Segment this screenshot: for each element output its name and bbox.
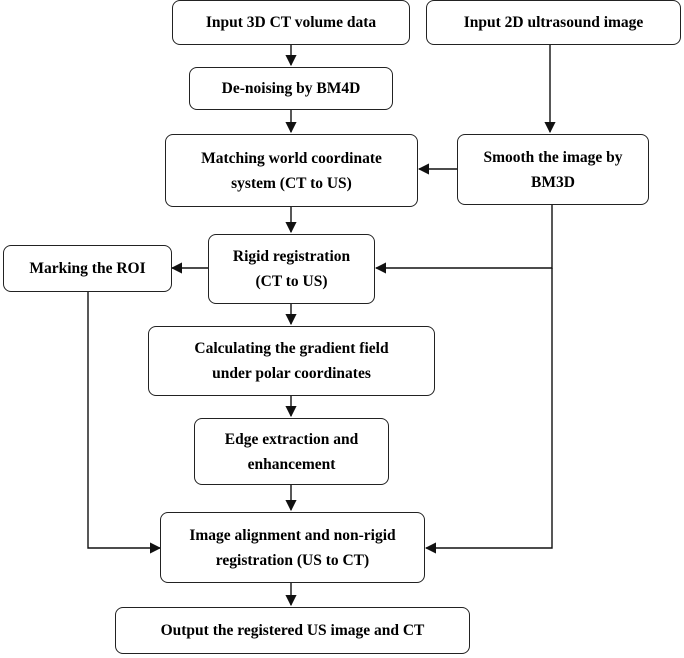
gradient-field-text: Calculating the gradient field under pol… [194,336,388,386]
input-ct-volume-label: Input 3D CT volume data [205,14,377,31]
image-alignment-line-1: Image alignment and non-rigid [189,526,396,544]
rigid-registration-line-2: (CT to US) [255,273,328,290]
edge-extraction-box: Edge extraction and enhancement [194,418,389,485]
smooth-bm3d-text: Smooth the image by BM3D [483,145,622,195]
image-alignment-box: Image alignment and non-rigid registrati… [160,512,425,583]
denoising-label: De-noising by BM4D [221,80,361,97]
smooth-bm3d-line-1: Smooth the image by [483,148,623,166]
output-registered-label: Output the registered US image and CT [160,622,425,639]
gradient-field-line-1: Calculating the gradient field [194,340,389,357]
image-alignment-line-2: registration (US to CT) [215,551,370,569]
rigid-registration-box: Rigid registration (CT to US) [208,234,375,304]
denoising-box: De-noising by BM4D [189,67,393,110]
image-alignment-text: Image alignment and non-rigid registrati… [189,523,395,573]
arrow-smooth-to-alignment [424,268,553,554]
edge-extraction-line-1: Edge extraction and [224,430,359,448]
marking-roi-label: Marking the ROI [29,260,146,277]
smooth-bm3d-line-2: BM3D [531,173,575,191]
matching-coordinate-box: Matching world coordinate system (CT to … [165,134,418,207]
rigid-registration-text: Rigid registration (CT to US) [233,244,350,294]
smooth-bm3d-box: Smooth the image by BM3D [457,134,649,205]
arrow-smooth-to-rigid [374,205,553,274]
arrow-roi-to-alignment [87,292,162,554]
edge-extraction-text: Edge extraction and enhancement [225,427,358,477]
rigid-registration-line-1: Rigid registration [232,248,351,265]
matching-coordinate-line-1: Matching world coordinate [201,149,382,167]
input-ultrasound-label: Input 2D ultrasound image [463,14,644,31]
output-registered-box: Output the registered US image and CT [115,607,470,654]
matching-coordinate-text: Matching world coordinate system (CT to … [201,146,382,196]
edge-extraction-line-2: enhancement [247,455,336,473]
matching-coordinate-line-2: system (CT to US) [231,174,352,192]
input-ct-volume-box: Input 3D CT volume data [172,0,410,45]
gradient-field-line-2: under polar coordinates [212,365,371,382]
gradient-field-box: Calculating the gradient field under pol… [148,326,435,396]
marking-roi-box: Marking the ROI [3,245,172,292]
input-ultrasound-box: Input 2D ultrasound image [426,0,681,45]
